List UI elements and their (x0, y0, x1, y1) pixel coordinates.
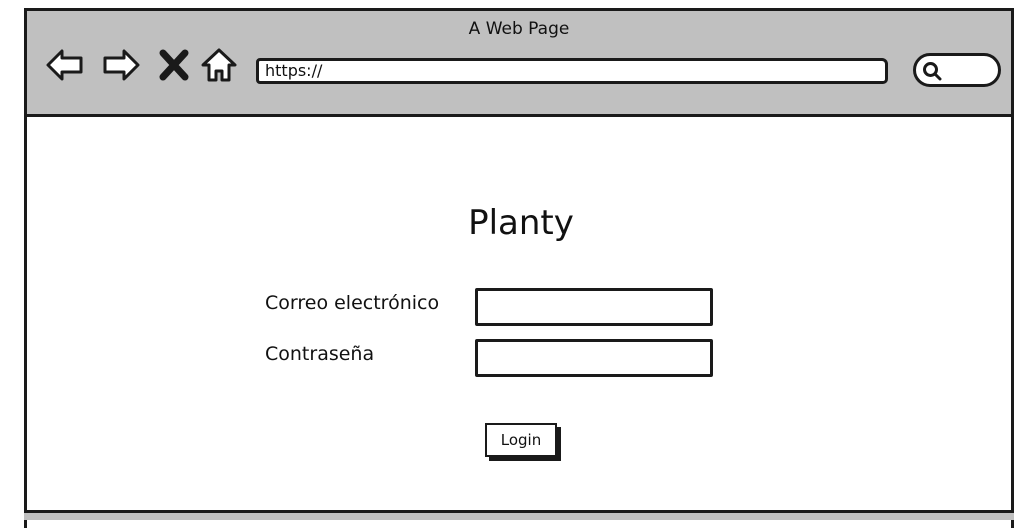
browser-window: A Web Page https:// (24, 8, 1014, 528)
page-title: Planty (468, 203, 574, 243)
close-icon[interactable] (157, 45, 191, 85)
email-label: Correo electrónico (265, 292, 440, 314)
home-icon[interactable] (199, 45, 239, 85)
address-bar[interactable]: https:// (256, 58, 888, 84)
email-field[interactable] (475, 288, 713, 326)
back-arrow-icon[interactable] (45, 45, 85, 85)
login-button[interactable]: Login (485, 423, 557, 457)
forward-arrow-icon[interactable] (101, 45, 141, 85)
window-title: A Web Page (468, 19, 570, 39)
browser-chrome: A Web Page https:// (27, 11, 1011, 117)
status-bar (24, 510, 1014, 520)
password-field[interactable] (475, 339, 713, 377)
page-content: Planty Correo electrónico Contraseña Log… (27, 117, 1011, 517)
browser-search-box[interactable] (913, 53, 1001, 87)
search-icon (923, 62, 942, 81)
password-label: Contraseña (265, 343, 375, 365)
